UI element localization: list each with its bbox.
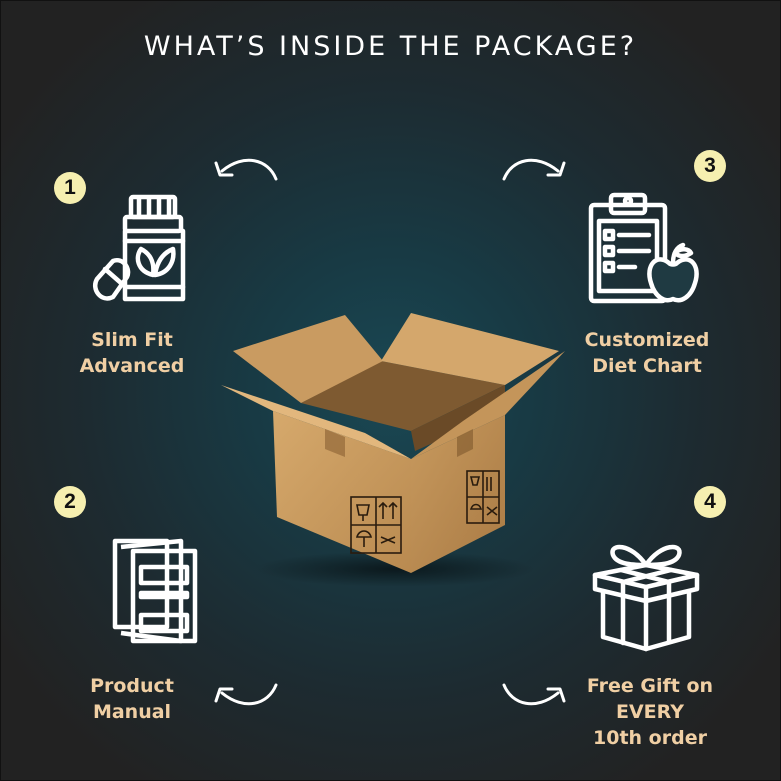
item-3-number-badge: 3: [694, 150, 726, 182]
page-title: WHAT’S INSIDE THE PACKAGE?: [143, 31, 638, 62]
gift-box-icon: [592, 544, 700, 652]
item-2-label: Product Manual: [67, 673, 197, 725]
item-4-label: Free Gift on EVERY 10th order: [569, 673, 731, 751]
item-1-label-line-1: Slim Fit: [91, 329, 173, 351]
manual-booklet-icon: [112, 538, 198, 644]
item-3-label-line-2: Diet Chart: [592, 355, 702, 377]
item-1-label-line-2: Advanced: [79, 355, 185, 377]
item-1-label: Slim Fit Advanced: [59, 327, 205, 379]
item-2-label-line-2: Manual: [92, 701, 172, 723]
curved-arrow-icon-top-left: [214, 158, 278, 181]
item-3-label: Customized Diet Chart: [567, 327, 727, 379]
item-2-label-line-1: Product: [90, 675, 174, 697]
item-2-number-badge: 2: [54, 486, 86, 518]
curved-arrow-icon-bottom-left: [214, 683, 278, 706]
supplement-bottle-icon: [93, 194, 186, 302]
item-1-number-badge: 1: [54, 172, 86, 204]
clipboard-apple-icon: [588, 192, 699, 304]
item-4-label-line-1: Free Gift on: [586, 675, 714, 697]
curved-arrow-icon-top-right: [502, 158, 566, 181]
item-4-label-line-3: 10th order: [593, 727, 707, 749]
curved-arrow-icon-bottom-right: [502, 683, 566, 706]
cardboard-box-image: [221, 313, 565, 587]
item-4-number-badge: 4: [694, 486, 726, 518]
item-4-label-line-2: EVERY: [615, 701, 684, 723]
item-3-label-line-1: Customized: [584, 329, 710, 351]
